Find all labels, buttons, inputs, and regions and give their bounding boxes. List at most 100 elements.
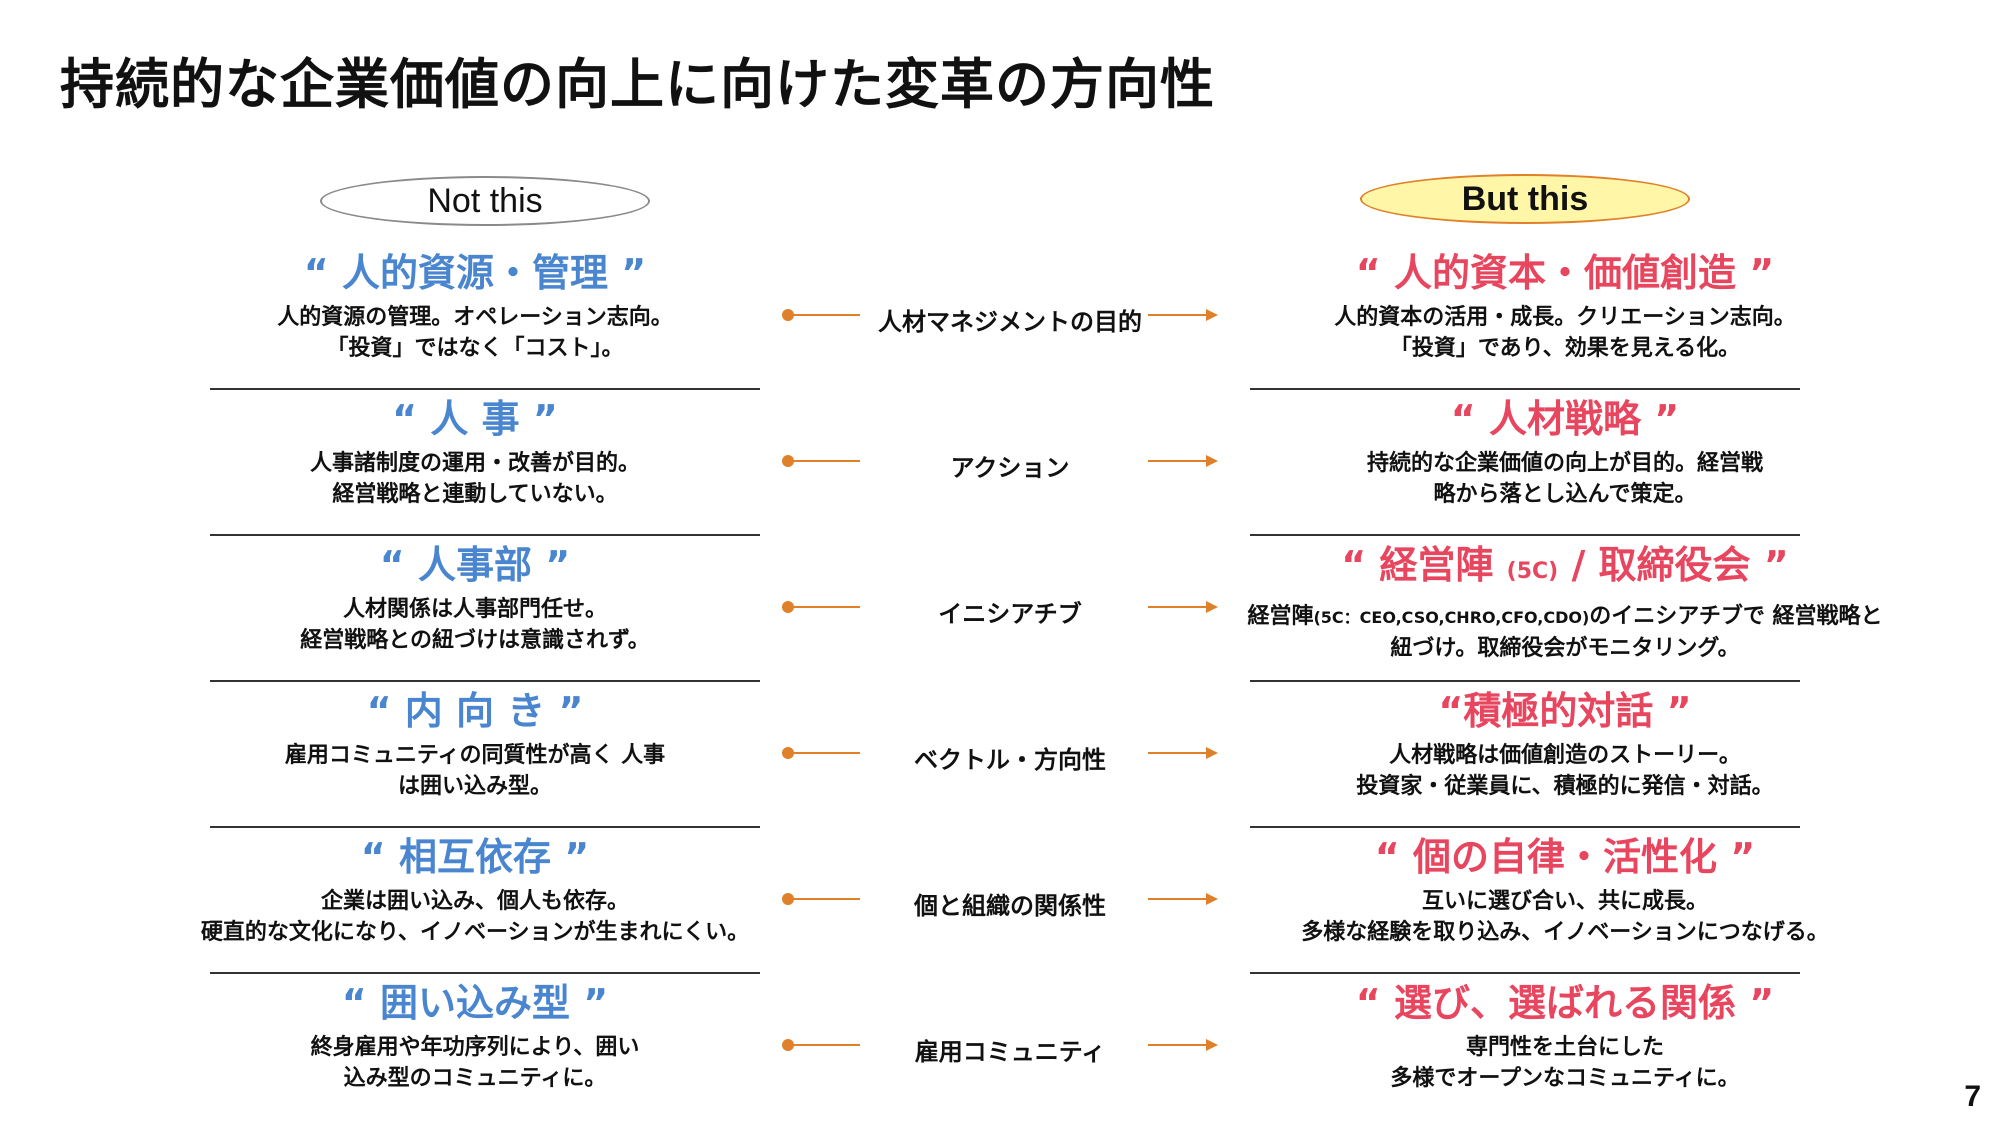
not-this-cell: “ 人 事 ” 人事諸制度の運用・改善が目的。 経営戦略と連動していない。 (150, 396, 800, 510)
desc-line: 人的資本の活用・成長。クリエーション志向。 (1334, 305, 1796, 330)
not-this-heading: “ 囲い込み型 ” (341, 981, 609, 1025)
desc-line: 企業は囲い込み、個人も依存。 (320, 889, 629, 914)
aspect-label: 個と組織の関係性 (914, 892, 1106, 920)
but-this-cell: “積極的対話 ” 人材戦略は価値創造のストーリー。 投資家・従業員に、積極的に発… (1220, 688, 1910, 802)
not-this-cell: “ 人的資源・管理 ” 人的資源の管理。オペレーション志向。 「投資」ではなく「… (150, 250, 800, 364)
divider (210, 388, 760, 390)
desc-line: 持続的な企業価値の向上が目的。経営戦 (1366, 451, 1763, 476)
desc-line: 人事諸制度の運用・改善が目的。 (309, 451, 640, 476)
not-this-heading: “ 相互依存 ” (360, 835, 590, 879)
but-this-description: 人材戦略は価値創造のストーリー。 投資家・従業員に、積極的に発信・対話。 (1220, 740, 1910, 802)
not-this-description: 雇用コミュニティの同質性が高く 人事 は囲い込み型。 (150, 740, 800, 802)
not-this-description: 企業は囲い込み、個人も依存。 硬直的な文化になり、イノベーションが生まれにくい。 (150, 886, 800, 948)
desc-line: 経営陣(5C：CEO,CSO,CHRO,CFO,CDO)のイニシアチブで 経営戦… (1220, 601, 1910, 633)
arrow-tail-icon (782, 308, 862, 322)
desc-line: 専門性を土台にした (1465, 1035, 1664, 1060)
arrow-tail-icon (782, 746, 862, 760)
desc-line: 略から落とし込んで策定。 (1433, 482, 1697, 507)
but-this-heading: “ 個の自律・活性化 ” (1374, 835, 1756, 879)
aspect-label: 雇用コミュニティ (914, 1038, 1106, 1066)
arrow-tail-icon (782, 454, 862, 468)
desc-line: 人的資源の管理。オペレーション志向。 (277, 305, 673, 330)
not-this-description: 終身雇用や年功序列により、囲い 込み型のコミュニティに。 (150, 1032, 800, 1094)
but-this-label: But this (1360, 174, 1690, 224)
aspect-label: ベクトル・方向性 (914, 746, 1106, 774)
desc-line: 多様でオープンなコミュニティに。 (1390, 1066, 1740, 1091)
desc-line: 終身雇用や年功序列により、囲い (310, 1035, 640, 1060)
but-this-heading: “ 人材戦略 ” (1450, 397, 1680, 441)
desc-line: 多様な経験を取り込み、イノベーションにつなげる。 (1301, 920, 1829, 945)
divider (1250, 972, 1800, 974)
but-this-heading: “ 人的資本・価値創造 ” (1355, 251, 1775, 295)
not-this-heading: “ 人的資源・管理 ” (303, 251, 647, 295)
divider (210, 680, 760, 682)
not-this-cell: “ 囲い込み型 ” 終身雇用や年功序列により、囲い 込み型のコミュニティに。 (150, 980, 800, 1094)
comparison-row: “ 人的資源・管理 ” 人的資源の管理。オペレーション志向。 「投資」ではなく「… (0, 250, 1999, 396)
but-this-description: 互いに選び合い、共に成長。 多様な経験を取り込み、イノベーションにつなげる。 (1220, 886, 1910, 948)
desc-line: 雇用コミュニティの同質性が高く 人事 (284, 743, 666, 768)
heading-part: “ 経営陣 (1341, 543, 1507, 587)
comparison-row: “ 囲い込み型 ” 終身雇用や年功序列により、囲い 込み型のコミュニティに。 雇… (0, 980, 1999, 1126)
desc-line: 経営戦略と連動していない。 (332, 482, 618, 507)
heading-part: / 取締役会 ” (1558, 543, 1789, 587)
but-this-description: 経営陣(5C：CEO,CSO,CHRO,CFO,CDO)のイニシアチブで 経営戦… (1220, 601, 1910, 664)
not-this-cell: “ 人事部 ” 人材関係は人事部門任せ。 経営戦略との紐づけは意識されず。 (150, 542, 800, 656)
but-this-heading: “ 経営陣 (5C) / 取締役会 ” (1220, 542, 1910, 595)
not-this-description: 人的資源の管理。オペレーション志向。 「投資」ではなく「コスト」。 (150, 302, 800, 364)
aspect-label: 人材マネジメントの目的 (878, 308, 1142, 336)
desc-line: 互いに選び合い、共に成長。 (1421, 889, 1708, 914)
not-this-description: 人材関係は人事部門任せ。 経営戦略との紐づけは意識されず。 (150, 594, 800, 656)
comparison-row: “ 人 事 ” 人事諸制度の運用・改善が目的。 経営戦略と連動していない。 アク… (0, 396, 1999, 542)
aspect-label: イニシアチブ (938, 600, 1082, 628)
but-this-cell: “ 人的資本・価値創造 ” 人的資本の活用・成長。クリエーション志向。 「投資」… (1220, 250, 1910, 364)
but-this-cell: “ 経営陣 (5C) / 取締役会 ” 経営陣(5C：CEO,CSO,CHRO,… (1220, 542, 1910, 664)
arrow-right-icon (1148, 600, 1218, 614)
arrow-tail-icon (782, 600, 862, 614)
but-this-heading: “積極的対話 ” (1438, 689, 1692, 733)
desc-line: 「投資」であり、効果を見える化。 (1389, 336, 1741, 361)
not-this-heading: “ 人事部 ” (379, 543, 571, 587)
page-title: 持続的な企業価値の向上に向けた変革の方向性 (60, 53, 1215, 116)
arrow-right-icon (1148, 746, 1218, 760)
desc-note: (5C：CEO,CSO,CHRO,CFO,CDO) (1313, 608, 1590, 627)
but-this-description: 人的資本の活用・成長。クリエーション志向。 「投資」であり、効果を見える化。 (1220, 302, 1910, 364)
divider (1250, 534, 1800, 536)
divider (210, 972, 760, 974)
not-this-heading: “ 内 向 き ” (366, 689, 584, 733)
comparison-row: “ 人事部 ” 人材関係は人事部門任せ。 経営戦略との紐づけは意識されず。 イニ… (0, 542, 1999, 688)
but-this-cell: “ 選び、選ばれる関係 ” 専門性を土台にした 多様でオープンなコミュニティに。 (1220, 980, 1910, 1094)
comparison-row: “ 相互依存 ” 企業は囲い込み、個人も依存。 硬直的な文化になり、イノベーショ… (0, 834, 1999, 980)
desc-line: 経営戦略との紐づけは意識されず。 (300, 628, 650, 653)
heading-note: (5C) (1506, 559, 1559, 584)
arrow-right-icon (1148, 1038, 1218, 1052)
arrow-tail-icon (782, 1038, 862, 1052)
desc-part: 経営陣 (1247, 604, 1314, 629)
desc-part: のイニシアチブで 経営戦略と (1589, 604, 1883, 629)
arrow-tail-icon (782, 892, 862, 906)
divider (1250, 826, 1800, 828)
desc-line: 硬直的な文化になり、イノベーションが生まれにくい。 (200, 920, 750, 945)
desc-line: は囲い込み型。 (397, 774, 552, 799)
arrow-right-icon (1148, 892, 1218, 906)
not-this-cell: “ 相互依存 ” 企業は囲い込み、個人も依存。 硬直的な文化になり、イノベーショ… (150, 834, 800, 948)
but-this-description: 専門性を土台にした 多様でオープンなコミュニティに。 (1220, 1032, 1910, 1094)
divider (1250, 388, 1800, 390)
desc-line: 紐づけ。取締役会がモニタリング。 (1390, 636, 1740, 661)
but-this-heading: “ 選び、選ばれる関係 ” (1355, 981, 1775, 1025)
but-this-description: 持続的な企業価値の向上が目的。経営戦 略から落とし込んで策定。 (1220, 448, 1910, 510)
not-this-cell: “ 内 向 き ” 雇用コミュニティの同質性が高く 人事 は囲い込み型。 (150, 688, 800, 802)
desc-line: 人材関係は人事部門任せ。 (342, 597, 607, 622)
aspect-label: アクション (950, 454, 1070, 482)
divider (210, 826, 760, 828)
not-this-label: Not this (320, 176, 650, 226)
arrow-right-icon (1148, 308, 1218, 322)
but-this-cell: “ 人材戦略 ” 持続的な企業価値の向上が目的。経営戦 略から落とし込んで策定。 (1220, 396, 1910, 510)
divider (210, 534, 760, 536)
desc-line: 人材戦略は価値創造のストーリー。 (1389, 743, 1741, 768)
arrow-right-icon (1148, 454, 1218, 468)
desc-line: 投資家・従業員に、積極的に発信・対話。 (1356, 774, 1774, 799)
but-this-cell: “ 個の自律・活性化 ” 互いに選び合い、共に成長。 多様な経験を取り込み、イノ… (1220, 834, 1910, 948)
comparison-row: “ 内 向 き ” 雇用コミュニティの同質性が高く 人事 は囲い込み型。 ベクト… (0, 688, 1999, 834)
not-this-description: 人事諸制度の運用・改善が目的。 経営戦略と連動していない。 (150, 448, 800, 510)
desc-line: 「投資」ではなく「コスト」。 (326, 336, 624, 361)
